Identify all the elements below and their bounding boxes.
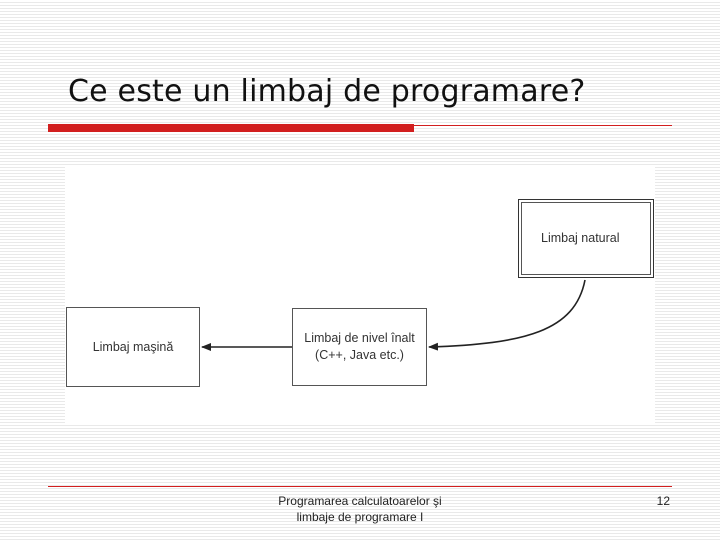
box-machine-language: Limbaj maşină [66,307,200,387]
box-natural-language-label: Limbaj natural [541,231,620,246]
footer-line-2: limbaje de programare I [296,509,424,524]
footer-rule [48,486,672,487]
title-underline-accent [48,124,414,132]
box-high-level-language: Limbaj de nivel înalt (C++, Java etc.) [292,308,427,386]
box-high-level-language-label: Limbaj de nivel înalt (C++, Java etc.) [304,331,415,362]
arrow-natural-to-high-level [428,279,586,351]
box-natural-language: Limbaj natural [518,199,654,278]
language-diagram: Limbaj natural Limbaj de nivel înalt (C+… [65,166,655,424]
footer-course-title: Programarea calculatoarelor şi limbaje d… [250,494,470,525]
footer-line-1: Programarea calculatoarelor şi [278,494,442,508]
diagram-connectors [201,279,586,351]
page-number: 12 [656,494,670,508]
slide-title: Ce este un limbaj de programare? [68,74,586,109]
box-machine-language-label: Limbaj maşină [92,339,174,354]
title-underline-thin [414,125,672,126]
